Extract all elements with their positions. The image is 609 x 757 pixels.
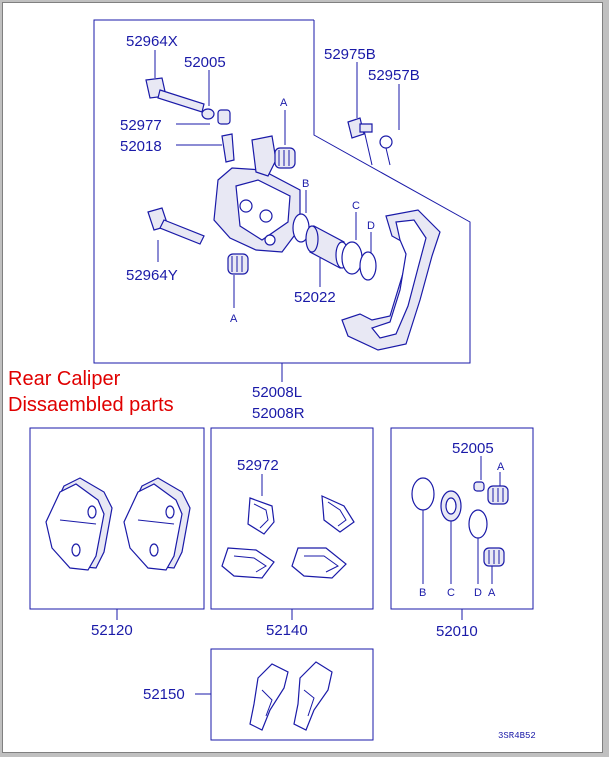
seal-kit-boot-a-upper bbox=[487, 485, 509, 505]
reference-code: 3SR4B52 bbox=[498, 731, 536, 741]
letter-a-lower: A bbox=[230, 313, 238, 325]
brake-pad-right bbox=[123, 477, 191, 571]
caliper-bracket bbox=[341, 209, 441, 351]
kit-letter-b: B bbox=[419, 587, 426, 599]
pad-clip-3 bbox=[221, 547, 275, 579]
seal-kit-ring-d bbox=[468, 509, 488, 539]
label-52975b: 52975B bbox=[324, 46, 376, 63]
bleeder-cap bbox=[217, 109, 231, 125]
label-52150: 52150 bbox=[143, 686, 185, 703]
caliper-assembly-frame bbox=[93, 19, 471, 364]
letter-b: B bbox=[302, 178, 309, 190]
label-52120: 52120 bbox=[91, 622, 133, 639]
shim-right bbox=[293, 661, 333, 731]
kit-letter-c: C bbox=[447, 587, 455, 599]
label-52005-kit: 52005 bbox=[452, 440, 494, 457]
label-52022: 52022 bbox=[294, 289, 336, 306]
label-52005-main: 52005 bbox=[184, 54, 226, 71]
guide-pin-x bbox=[145, 77, 205, 113]
label-52140: 52140 bbox=[266, 622, 308, 639]
bleeder-screw bbox=[221, 133, 235, 163]
dust-boot-upper bbox=[274, 147, 296, 169]
diagram-sheet bbox=[2, 2, 603, 753]
seal-kit-small-boot bbox=[473, 481, 485, 492]
pad-clip-2 bbox=[321, 495, 355, 533]
shim-left bbox=[249, 663, 289, 731]
ring-d bbox=[359, 251, 377, 281]
piston-boot-c bbox=[341, 241, 363, 275]
pad-clip-1 bbox=[247, 497, 275, 535]
label-52972: 52972 bbox=[237, 457, 279, 474]
kit-letter-a-upper: A bbox=[497, 461, 505, 473]
title-line-2: Dissaembled parts bbox=[8, 394, 174, 416]
dust-boot-lower bbox=[227, 253, 249, 275]
shim-box bbox=[210, 648, 374, 741]
letter-a-upper: A bbox=[280, 97, 288, 109]
kit-letter-d: D bbox=[474, 587, 482, 599]
caliper-body bbox=[213, 135, 301, 253]
kit-letter-a-lower: A bbox=[488, 587, 496, 599]
pin-boot bbox=[201, 108, 215, 120]
bracket-bolt bbox=[347, 117, 373, 139]
title-line-1: Rear Caliper bbox=[8, 368, 121, 390]
label-52008r: 52008R bbox=[252, 405, 305, 422]
seal-kit-ring-b bbox=[411, 477, 435, 511]
label-52977: 52977 bbox=[120, 117, 162, 134]
letter-c: C bbox=[352, 200, 360, 212]
label-52010: 52010 bbox=[436, 623, 478, 640]
pad-clip-4 bbox=[291, 547, 347, 579]
label-52957b: 52957B bbox=[368, 67, 420, 84]
brake-pad-left bbox=[45, 477, 113, 571]
bracket-washer bbox=[379, 135, 393, 149]
label-52964x: 52964X bbox=[126, 33, 178, 50]
label-52018: 52018 bbox=[120, 138, 162, 155]
seal-kit-boot-a-lower bbox=[483, 547, 505, 567]
guide-pin-y bbox=[147, 207, 205, 245]
label-52008l: 52008L bbox=[252, 384, 302, 401]
letter-d: D bbox=[367, 220, 375, 232]
label-52964y: 52964Y bbox=[126, 267, 178, 284]
piston bbox=[305, 225, 349, 269]
